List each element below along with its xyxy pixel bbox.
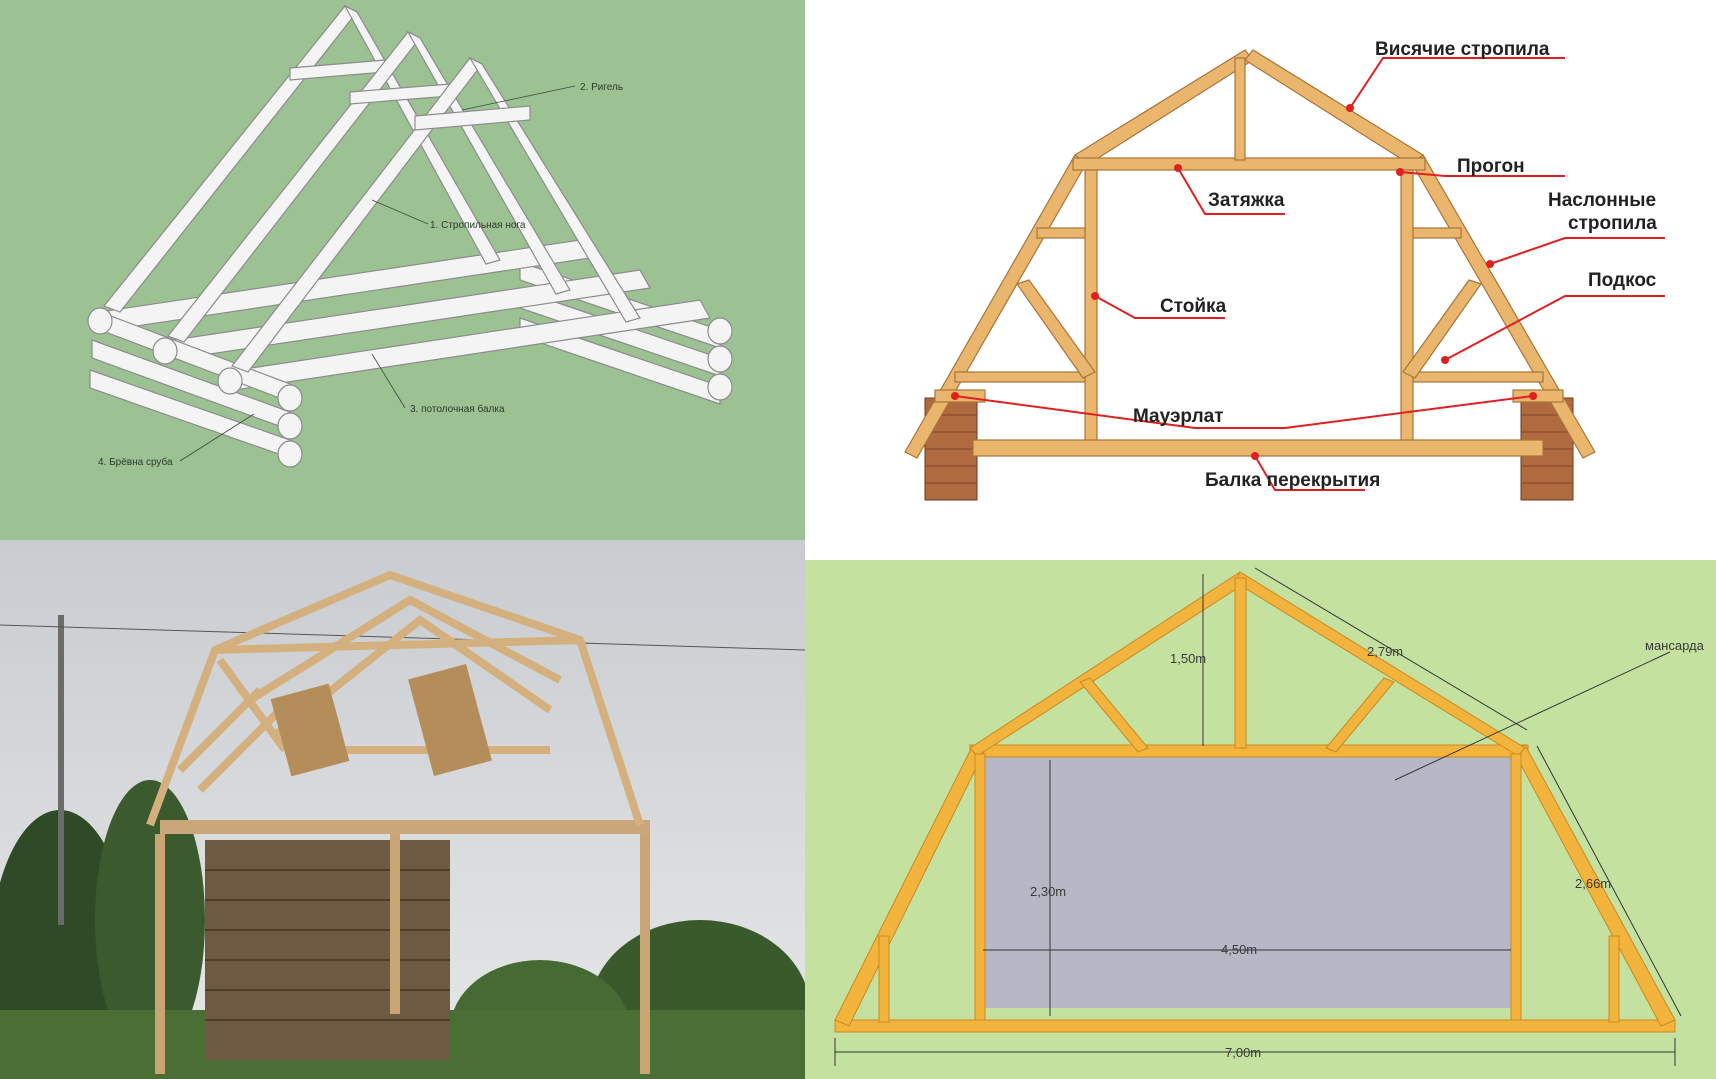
roof-boards [270, 663, 492, 777]
dim-total-width: 7,00m [1225, 1045, 1261, 1060]
log-rafter-diagram: 2. Ригель 1. Стропильная нога 3. потолоч… [0, 0, 805, 540]
dimension-lines [834, 567, 1682, 1066]
log-house [155, 820, 650, 1074]
mansard-truss-diagram: Висячие стропила Прогон Наслонные стропи… [805, 0, 1716, 540]
label-purlin: Прогон [1457, 156, 1525, 177]
mansard-truss-svg: Висячие стропила Прогон Наслонные стропи… [904, 39, 1665, 501]
ceiling-beams [99, 239, 711, 391]
rafter-frames [103, 4, 641, 373]
label-crossbar: 2. Ригель [580, 82, 623, 93]
label-rafter-leg: 1. Стропильная нога [430, 220, 526, 231]
dim-rafter-top: 2,79m [1367, 644, 1403, 659]
leader-lines [954, 57, 1665, 491]
mansard-dimension-diagram: 1,50m 2,79m 2,30m 2,66m 4,50m 7,00m манс… [805, 560, 1716, 1079]
label-tie: Затяжка [1208, 190, 1285, 211]
construction-photo-svg [0, 540, 805, 1079]
label-floor-beam: Балка перекрытия [1205, 470, 1380, 491]
dim-height-top: 1,50m [1170, 651, 1206, 666]
label-ceiling-beam: 3. потолочная балка [410, 403, 505, 415]
truss-members [904, 49, 1596, 459]
dim-room-width: 4,50m [1221, 942, 1257, 957]
trees [0, 780, 805, 1079]
label-strut: Подкос [1588, 270, 1657, 291]
mansard-dimension-svg: 1,50m 2,79m 2,30m 2,66m 4,50m 7,00m манс… [834, 567, 1705, 1066]
dim-rafter-side: 2,66m [1575, 876, 1611, 891]
timber-frame [834, 571, 1676, 1033]
label-layered-rafters-1: Наслонные [1548, 190, 1656, 211]
label-attic: мансарда [1645, 638, 1705, 653]
construction-photo [0, 540, 805, 1079]
leader-dots [951, 104, 1537, 460]
utility-pole [58, 615, 64, 925]
attic-room [983, 754, 1513, 1008]
leader-lines [179, 85, 576, 462]
dim-room-height: 2,30m [1030, 884, 1066, 899]
label-layered-rafters-2: стропила [1568, 213, 1657, 234]
label-frame-logs: 4. Брёвна сруба [98, 456, 173, 468]
label-post: Стойка [1160, 296, 1227, 317]
log-rafter-svg: 2. Ригель 1. Стропильная нога 3. потолоч… [87, 4, 733, 468]
label-mauerlat: Мауэрлат [1133, 406, 1224, 427]
left-log-stack [87, 307, 303, 468]
label-hanging-rafters: Висячие стропила [1375, 39, 1550, 60]
